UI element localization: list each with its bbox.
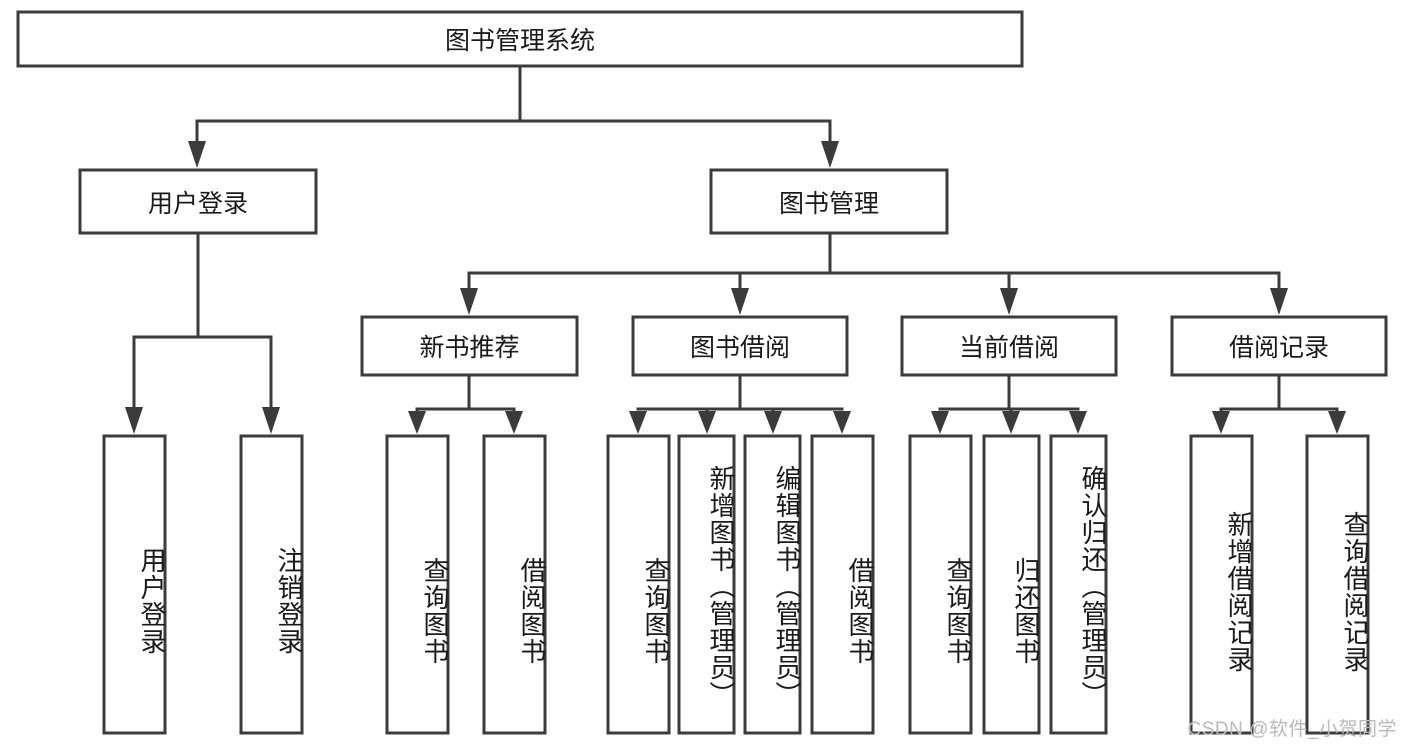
arrow-head-leaf-edit-book [764, 411, 782, 434]
arrow-head-user-login [188, 141, 206, 168]
arrow-head-leaf-query-book-1 [408, 411, 426, 434]
connector-group-new-book-recommend [408, 373, 523, 434]
connector-group-book-management [460, 231, 1288, 315]
arrow-head-leaf-borrow-book-1 [505, 411, 523, 434]
arrow-head-leaf-user-login [125, 407, 143, 434]
node-leaf-edit-book[interactable] [743, 434, 802, 735]
arrow-head-leaf-query-book-2 [629, 411, 647, 434]
node-leaf-borrow-book-1[interactable] [482, 434, 547, 735]
arrow-head-leaf-query-book-3 [931, 411, 949, 434]
connector-group-book-borrow [629, 373, 851, 434]
connector-group-user-login [125, 231, 280, 434]
node-leaf-user-login[interactable] [102, 434, 167, 735]
node-new-book-recommend[interactable] [360, 315, 579, 377]
csdn-watermark: CSDN @软件_小贺同学 [1187, 719, 1397, 740]
node-leaf-logout[interactable] [239, 434, 304, 735]
node-leaf-add-record[interactable] [1189, 434, 1254, 735]
node-current-borrow[interactable] [900, 315, 1118, 377]
arrow-head-leaf-add-book [698, 411, 716, 434]
arrow-head-leaf-confirm-return [1069, 411, 1087, 434]
node-leaf-query-book-2[interactable] [606, 434, 671, 735]
node-leaf-query-record[interactable] [1305, 434, 1370, 735]
node-borrow-record[interactable] [1170, 315, 1388, 377]
connector-group-borrow-record [1212, 373, 1346, 434]
connector-group-root [188, 64, 839, 168]
arrow-head-borrow-record [1270, 288, 1288, 315]
arrow-head-book-management [821, 141, 839, 168]
node-book-management[interactable] [709, 168, 949, 235]
connector-group-current-borrow [931, 373, 1087, 434]
arrow-head-leaf-logout [262, 407, 280, 434]
arrow-head-leaf-return-book [1002, 411, 1020, 434]
arrow-head-book-borrow [731, 288, 749, 315]
arrow-head-leaf-query-record [1328, 411, 1346, 434]
arrow-head-new-book-recommend [460, 288, 478, 315]
arrow-head-leaf-add-record [1212, 411, 1230, 434]
node-leaf-query-book-1[interactable] [385, 434, 450, 735]
arrow-head-leaf-borrow-book-2 [833, 411, 851, 434]
arrow-head-current-borrow [1000, 288, 1018, 315]
node-leaf-add-book[interactable] [677, 434, 736, 735]
node-user-login[interactable] [78, 168, 318, 235]
node-leaf-confirm-return[interactable] [1049, 434, 1108, 735]
node-leaf-query-book-3[interactable] [908, 434, 973, 735]
node-leaf-return-book[interactable] [982, 434, 1041, 735]
node-book-borrow[interactable] [631, 315, 849, 377]
node-leaf-borrow-book-2[interactable] [810, 434, 875, 735]
node-root[interactable] [16, 10, 1024, 68]
